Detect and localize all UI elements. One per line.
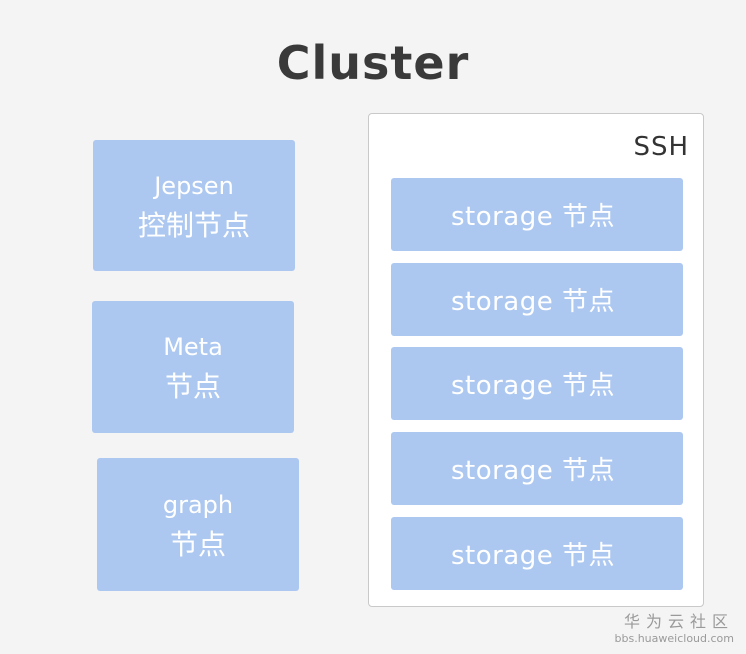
- storage-node: storage 节点: [391, 178, 683, 251]
- diagram-title: Cluster: [276, 36, 470, 90]
- storage-node: storage 节点: [391, 347, 683, 420]
- node-sublabel: 节点: [169, 527, 226, 561]
- storage-node: storage 节点: [391, 432, 683, 505]
- watermark-url: bbs.huaweicloud.com: [614, 632, 734, 645]
- storage-node-label: storage 节点: [450, 541, 616, 571]
- watermark: 华为云社区 bbs.huaweicloud.com: [615, 612, 734, 646]
- node-label: Jepsen: [154, 171, 234, 200]
- storage-node: storage 节点: [391, 263, 683, 336]
- meta-node: Meta 节点: [92, 301, 294, 433]
- node-label: graph: [162, 490, 234, 519]
- graph-node: graph 节点: [97, 458, 299, 591]
- watermark-name: 华为云社区: [623, 612, 734, 631]
- node-sublabel: 控制节点: [137, 208, 250, 242]
- storage-node-label: storage 节点: [450, 371, 616, 401]
- storage-node-label: storage 节点: [450, 456, 616, 486]
- node-sublabel: 节点: [164, 370, 221, 403]
- ssh-label: SSH: [633, 132, 689, 162]
- node-label: Meta: [163, 333, 223, 361]
- storage-node: storage 节点: [391, 517, 683, 590]
- jepsen-control-node: Jepsen 控制节点: [93, 140, 295, 271]
- storage-node-label: storage 节点: [450, 202, 616, 232]
- storage-node-label: storage 节点: [450, 287, 616, 317]
- ssh-cluster-box: SSH storage 节点 storage 节点 storage 节点 sto…: [368, 113, 704, 607]
